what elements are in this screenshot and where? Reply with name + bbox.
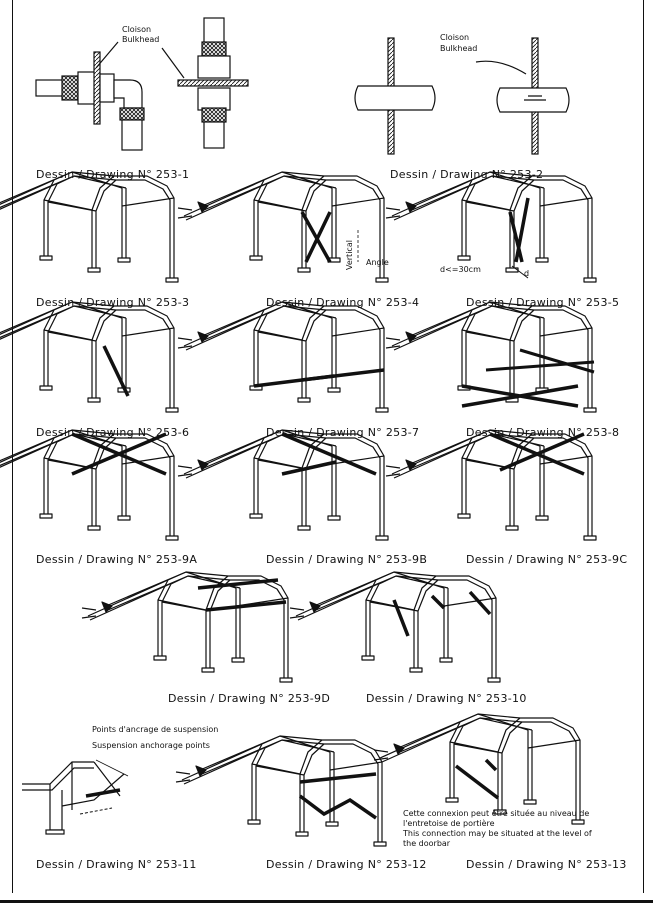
figure-253-5 xyxy=(385,171,597,283)
figure-253-8 xyxy=(385,301,597,413)
label-bulkhead-en-1: Bulkhead xyxy=(122,35,159,44)
figure-253-6 xyxy=(0,301,179,413)
caption-253-6: Dessin / Drawing N° 253-6 xyxy=(36,426,189,439)
caption-253-9B: Dessin / Drawing N° 253-9B xyxy=(266,553,427,566)
caption-253-7: Dessin / Drawing N° 253-7 xyxy=(266,426,419,439)
caption-253-10: Dessin / Drawing N° 253-10 xyxy=(366,692,527,705)
figure-253-11 xyxy=(22,759,129,835)
figure-253-9D xyxy=(81,571,293,683)
label-vertical: Vertical xyxy=(345,240,354,270)
label-suspension-fr: Points d'ancrage de suspension xyxy=(92,725,218,734)
figure-253-9A xyxy=(0,429,179,541)
caption-253-8: Dessin / Drawing N° 253-8 xyxy=(466,426,619,439)
caption-253-13: Dessin / Drawing N° 253-13 xyxy=(466,858,627,871)
label-connection-fr-2: l'entretoise de portière xyxy=(403,818,495,828)
figure-253-2 xyxy=(354,37,570,155)
sheet-border xyxy=(12,0,644,893)
sheet-bottom-line xyxy=(0,900,653,903)
label-connection-fr-1: Cette connexion peut être située au nive… xyxy=(403,808,589,818)
caption-253-9D: Dessin / Drawing N° 253-9D xyxy=(168,692,330,705)
caption-253-12: Dessin / Drawing N° 253-12 xyxy=(266,858,427,871)
figure-253-9B xyxy=(177,429,389,541)
caption-253-4: Dessin / Drawing N° 253-4 xyxy=(266,296,419,309)
figure-253-12 xyxy=(175,735,387,847)
label-connection-en-1: This connection may be situated at the l… xyxy=(402,829,592,838)
label-dist-mark: d xyxy=(524,269,529,278)
label-dist: d<=30cm xyxy=(440,265,481,274)
caption-253-5: Dessin / Drawing N° 253-5 xyxy=(466,296,619,309)
figure-253-9C xyxy=(385,429,597,541)
label-connection-en-2: the doorbar xyxy=(403,839,451,848)
label-angle: Angle xyxy=(366,258,389,267)
figure-253-13 xyxy=(373,713,585,825)
caption-253-1: Dessin / Drawing N° 253-1 xyxy=(36,168,189,181)
caption-253-2: Dessin / Drawing N° 253-2 xyxy=(390,168,543,181)
figure-253-10 xyxy=(289,571,501,683)
caption-253-9C: Dessin / Drawing N° 253-9C xyxy=(466,553,627,566)
label-suspension-en: Suspension anchorage points xyxy=(92,741,210,750)
label-bulkhead-fr-2: Cloison xyxy=(440,33,469,42)
figure-253-1 xyxy=(35,17,249,151)
figure-253-4 xyxy=(177,171,389,283)
figure-253-7 xyxy=(177,301,389,413)
caption-253-11: Dessin / Drawing N° 253-11 xyxy=(36,858,197,871)
figure-253-3 xyxy=(0,171,179,283)
caption-253-9A: Dessin / Drawing N° 253-9A xyxy=(36,553,197,566)
caption-253-3: Dessin / Drawing N° 253-3 xyxy=(36,296,189,309)
label-bulkhead-fr-1: Cloison xyxy=(122,25,151,34)
label-bulkhead-en-2: Bulkhead xyxy=(440,44,477,53)
